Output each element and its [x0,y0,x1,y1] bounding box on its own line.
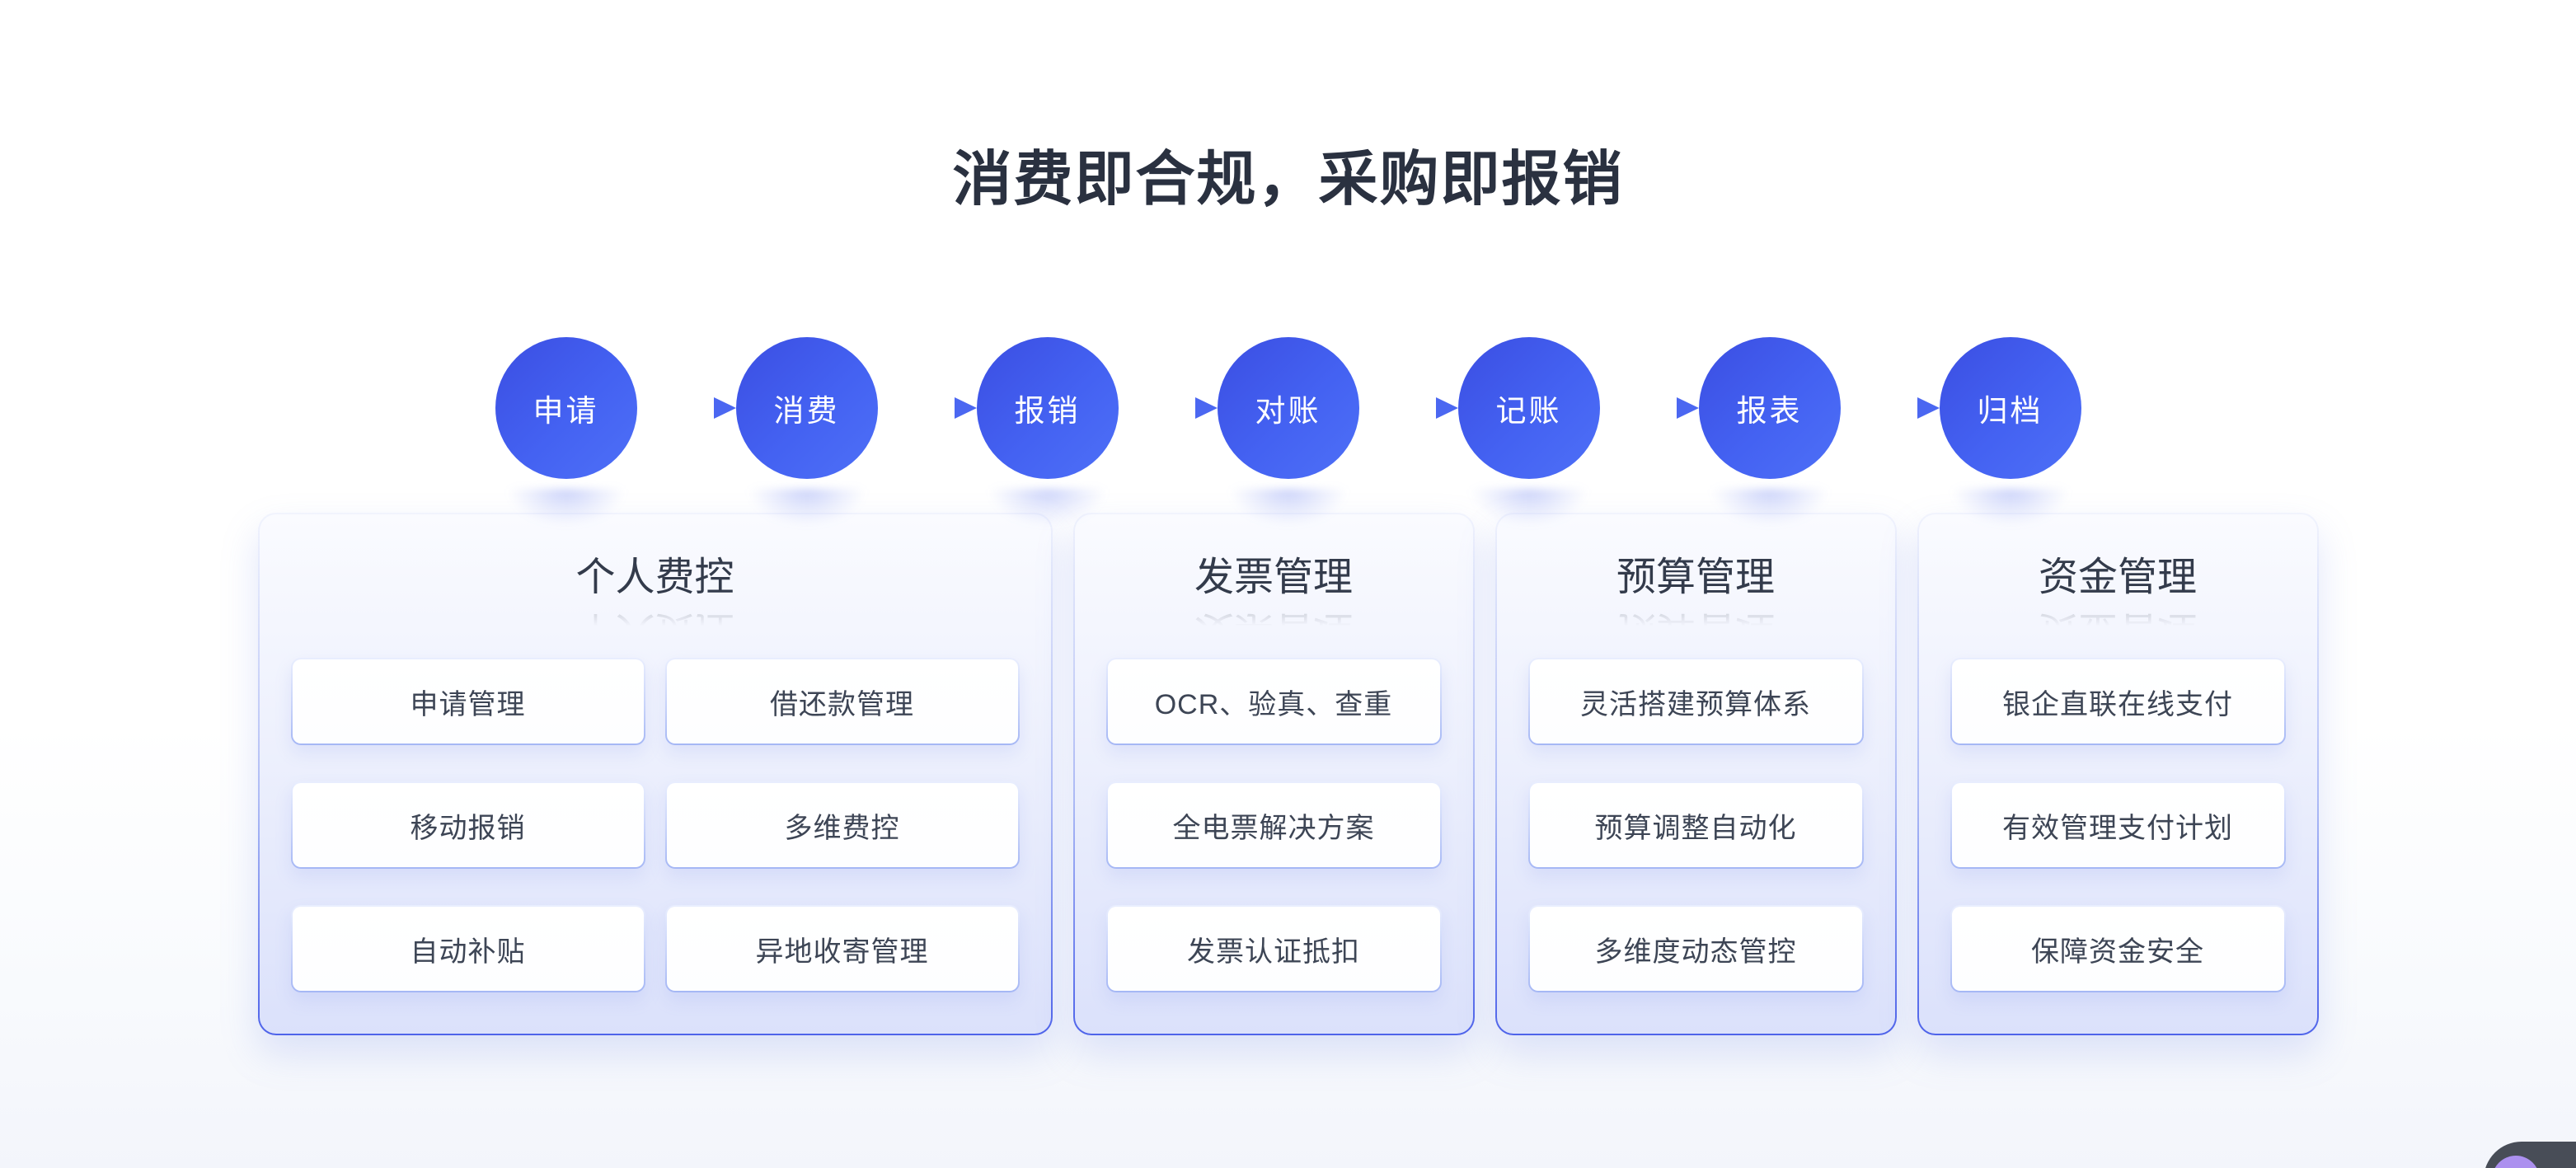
flow-node-report: 报表 [1690,337,1849,540]
feature-item: 借还款管理 [665,658,1020,745]
card-title-text: 资金管理 [2038,556,2197,599]
feature-item: 多维费控 [665,781,1020,869]
feature-item: 自动补贴 [291,905,645,992]
flow-node-archive: 归档 [1931,337,2090,540]
feature-item: 发票认证抵扣 [1106,905,1442,992]
process-flow: 申请 消费 报销 对账 [486,337,2090,540]
card-title: 个人费控 [291,554,1020,602]
feature-cards: 个人费控 申请管理 借还款管理 移动报销 多维费控 自动补贴 异地收寄管理 发票… [258,513,2319,1035]
flow-node-book: 记账 [1449,337,1608,540]
corner-chat-badge[interactable] [2484,1142,2576,1168]
flow-step-circle: 记账 [1457,337,1600,479]
feature-item: 全电票解决方案 [1106,781,1442,869]
card-items-grid: 灵活搭建预算体系 预算调整自动化 多维度动态管控 [1528,658,1864,992]
card-title-text: 个人费控 [575,556,734,599]
card-items-grid: 申请管理 借还款管理 移动报销 多维费控 自动补贴 异地收寄管理 [291,658,1020,992]
arrow-right-icon [879,397,977,419]
feature-item: 移动报销 [291,781,645,869]
feature-item: 申请管理 [291,658,645,745]
arrow-right-icon [1842,397,1940,419]
flow-node-reimburse: 报销 [968,337,1127,540]
card-funds-management: 资金管理 银企直联在线支付 有效管理支付计划 保障资金安全 [1917,513,2319,1035]
flow-step-circle: 对账 [1217,337,1359,479]
card-title: 预算管理 [1528,554,1864,602]
flow-step-circle: 归档 [1939,337,2081,479]
arrow-right-icon [1360,397,1458,419]
flow-step-circle: 报销 [976,337,1119,479]
card-title-text: 预算管理 [1616,556,1775,599]
card-items-grid: OCR、验真、查重 全电票解决方案 发票认证抵扣 [1106,658,1442,992]
flow-step-circle: 消费 [735,337,878,479]
page-title: 消费即合规，采购即报销 [952,147,1624,213]
flow-node-consume: 消费 [727,337,886,540]
feature-item: 保障资金安全 [1950,905,2286,992]
feature-item: 异地收寄管理 [665,905,1020,992]
card-title-text: 发票管理 [1194,556,1353,599]
flow-node-reconcile: 对账 [1208,337,1368,540]
feature-item: 多维度动态管控 [1528,905,1864,992]
flow-node-apply: 申请 [486,337,645,540]
card-items-grid: 银企直联在线支付 有效管理支付计划 保障资金安全 [1950,658,2286,992]
feature-item: 预算调整自动化 [1528,781,1864,869]
feature-item: 灵活搭建预算体系 [1528,658,1864,745]
card-invoice-management: 发票管理 OCR、验真、查重 全电票解决方案 发票认证抵扣 [1073,513,1475,1035]
arrow-right-icon [1119,397,1218,419]
arrow-right-icon [1601,397,1699,419]
arrow-right-icon [638,397,736,419]
feature-item: OCR、验真、查重 [1106,658,1442,745]
card-personal-expense-control: 个人费控 申请管理 借还款管理 移动报销 多维费控 自动补贴 异地收寄管理 [258,513,1053,1035]
card-title: 资金管理 [1950,554,2286,602]
card-title: 发票管理 [1106,554,1442,602]
chat-bot-icon [2492,1156,2540,1168]
feature-item: 有效管理支付计划 [1950,781,2286,869]
feature-item: 银企直联在线支付 [1950,658,2286,745]
flow-step-circle: 报表 [1698,337,1841,479]
card-budget-management: 预算管理 灵活搭建预算体系 预算调整自动化 多维度动态管控 [1495,513,1897,1035]
flow-step-circle: 申请 [495,337,637,479]
